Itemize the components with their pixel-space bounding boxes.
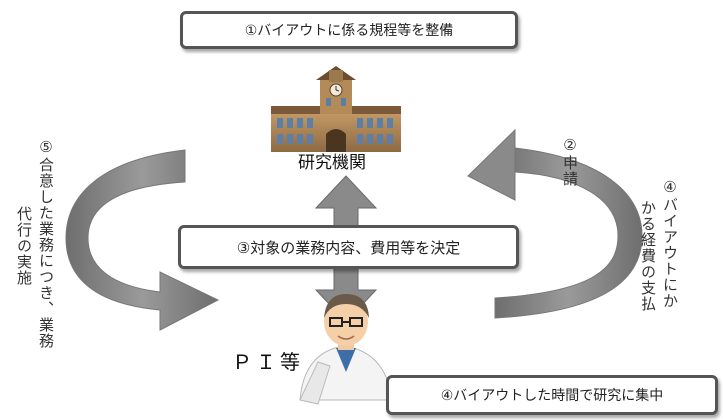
- box-decide-content-cost-label: ③対象の業務内容、費用等を決定: [236, 238, 461, 257]
- label-proxy-execution-col2: 代行の実施: [15, 206, 33, 286]
- box-focus-on-research-label: ④バイアウトした時間で研究に集中: [440, 388, 664, 404]
- left-curved-arrow: [65, 149, 220, 331]
- right-curved-arrow: [467, 128, 643, 319]
- label-proxy-execution-col1: ⑤合意した業務につき、業務: [37, 138, 55, 349]
- box-decide-content-cost: ③対象の業務内容、費用等を決定: [178, 225, 519, 269]
- label-buyout-payment-col2: かる経費の支払: [639, 200, 657, 312]
- researcher-icon: [299, 294, 393, 405]
- box-establish-rules: ①バイアウトに係る規程等を整備: [180, 11, 518, 49]
- box-focus-on-research: ④バイアウトした時間で研究に集中: [386, 375, 718, 415]
- label-apply: ②申請: [561, 136, 579, 187]
- pi-label: ＰＩ等: [232, 350, 304, 374]
- university-building-icon: [271, 66, 401, 152]
- label-buyout-payment-col1: ④バイアウトにか: [661, 178, 679, 309]
- institution-label: 研究機関: [298, 153, 366, 173]
- box-establish-rules-label: ①バイアウトに係る規程等を整備: [244, 23, 454, 39]
